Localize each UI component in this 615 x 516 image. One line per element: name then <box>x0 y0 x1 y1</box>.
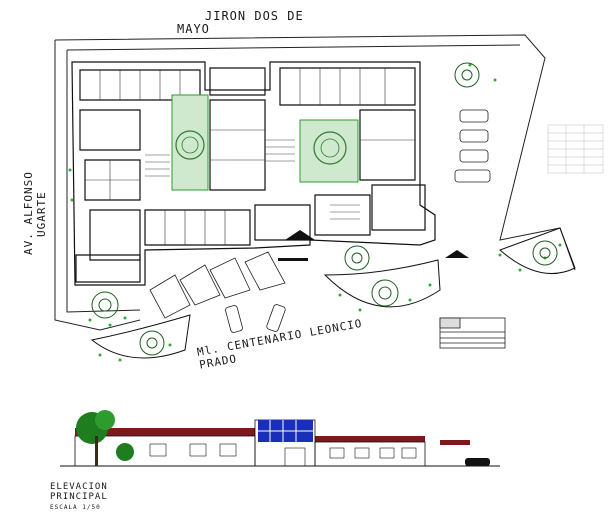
street-label-line: AV. ALFONSO <box>22 171 35 255</box>
site-trees <box>91 62 558 356</box>
building-plan <box>71 61 436 286</box>
street-label-jiron-dos-de-mayo: JIRON DOS DE MAYO <box>177 9 325 36</box>
parking-cars <box>225 109 491 333</box>
entrance-markers <box>278 230 469 261</box>
interior-partitions <box>85 68 415 245</box>
elevation-title-line: PRINCIPAL <box>50 492 108 502</box>
elevation-title-line: ELEVACION <box>50 482 108 492</box>
street-label-line: MAYO <box>177 22 210 36</box>
elevation-title: ELEVACION PRINCIPAL <box>50 482 108 502</box>
legend-table <box>547 124 604 174</box>
seating-rows <box>145 139 360 220</box>
street-label-line: UGARTE <box>35 191 48 237</box>
street-label-line: JIRON DOS DE <box>205 9 304 23</box>
courtyard-right <box>299 119 359 183</box>
garden-areas <box>90 227 576 359</box>
parking-bays <box>149 251 286 319</box>
street-label-av-alfonso-ugarte: AV. ALFONSO UGARTE <box>22 171 48 255</box>
main-elevation <box>60 410 500 467</box>
title-block <box>439 317 506 349</box>
elevation-scale: ESCALA 1/50 <box>50 504 101 511</box>
courtyard-left <box>171 94 209 191</box>
